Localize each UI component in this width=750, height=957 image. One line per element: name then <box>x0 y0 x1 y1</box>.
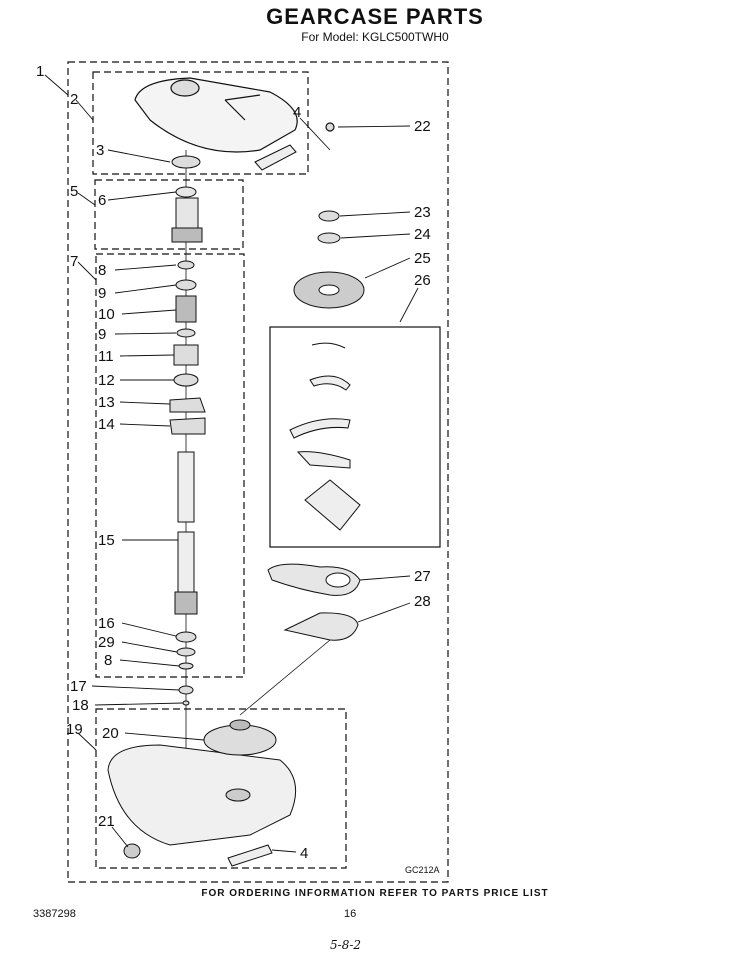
spring-stack-parts <box>169 260 206 435</box>
callout-24: 24 <box>414 226 431 243</box>
ordering-note: FOR ORDERING INFORMATION REFER TO PARTS … <box>201 888 549 899</box>
callout-4-top: 4 <box>293 104 301 121</box>
lower-seal-part <box>123 843 141 859</box>
callout-14: 14 <box>98 416 115 433</box>
callout-7: 7 <box>70 253 78 270</box>
callout-16: 16 <box>98 615 115 632</box>
callout-28: 28 <box>414 593 431 610</box>
callout-29: 29 <box>98 634 115 651</box>
callout-22: 22 <box>414 118 431 135</box>
grease-tube-lower-part <box>227 844 273 867</box>
callout-9-top: 9 <box>98 285 106 302</box>
callout-20: 20 <box>102 725 119 742</box>
screw-part <box>325 122 335 132</box>
shift-lever-27-part <box>267 563 361 596</box>
gearcase-cover-part <box>134 77 298 153</box>
shaft-part <box>174 451 198 615</box>
assembly-box-1 <box>67 61 449 883</box>
assembly-line-26 <box>239 639 331 716</box>
callout-8-bottom: 8 <box>104 652 112 669</box>
callout-2: 2 <box>70 91 78 108</box>
drive-gear-part <box>203 719 277 756</box>
washers-lower-parts <box>175 631 197 706</box>
grease-tube-part <box>254 144 297 171</box>
assembly-box-2 <box>92 71 309 175</box>
doc-number: 3387298 <box>33 908 76 920</box>
callout-21: 21 <box>98 813 115 830</box>
model-line: For Model: KGLC500TWH0 <box>301 30 449 44</box>
callout-9-mid: 9 <box>98 326 106 343</box>
large-gear-part <box>293 271 365 309</box>
assembly-box-5 <box>94 179 244 250</box>
page-number: 16 <box>344 908 357 920</box>
callout-4-bottom: 4 <box>300 845 308 862</box>
assembly-box-19 <box>95 708 347 869</box>
gearcase-exploded-diagram: 1 2 3 4 22 5 6 7 8 9 10 9 11 12 13 14 15… <box>36 61 449 883</box>
seal-part <box>171 155 201 169</box>
callout-6: 6 <box>98 192 106 209</box>
callout-13: 13 <box>98 394 115 411</box>
callout-12: 12 <box>98 372 115 389</box>
washer-24-part <box>317 232 341 244</box>
pinion-part <box>171 186 203 243</box>
callout-10: 10 <box>98 306 115 323</box>
washer-23-part <box>318 210 340 222</box>
callout-3: 3 <box>96 142 104 159</box>
assembly-box-26 <box>269 326 441 548</box>
assembly-box-7 <box>95 253 245 678</box>
callout-17: 17 <box>70 678 87 695</box>
cam-28-part <box>283 612 359 641</box>
callout-18: 18 <box>72 697 89 714</box>
callout-15: 15 <box>98 532 115 549</box>
callout-19: 19 <box>66 721 83 738</box>
shift-assembly-part <box>289 342 361 531</box>
callout-5: 5 <box>70 183 78 200</box>
figure-code: GC212A <box>405 865 440 875</box>
callout-23: 23 <box>414 204 431 221</box>
page-title: GEARCASE PARTS <box>266 4 484 29</box>
callout-1: 1 <box>36 63 44 80</box>
handwritten-note: 5-8-2 <box>330 938 362 952</box>
callout-11: 11 <box>98 348 114 365</box>
callout-25: 25 <box>414 250 431 267</box>
callout-27: 27 <box>414 568 431 585</box>
callout-8-top: 8 <box>98 262 106 279</box>
gearcase-base-part <box>107 744 297 846</box>
leader-lines <box>44 74 419 853</box>
callout-26: 26 <box>414 272 431 289</box>
